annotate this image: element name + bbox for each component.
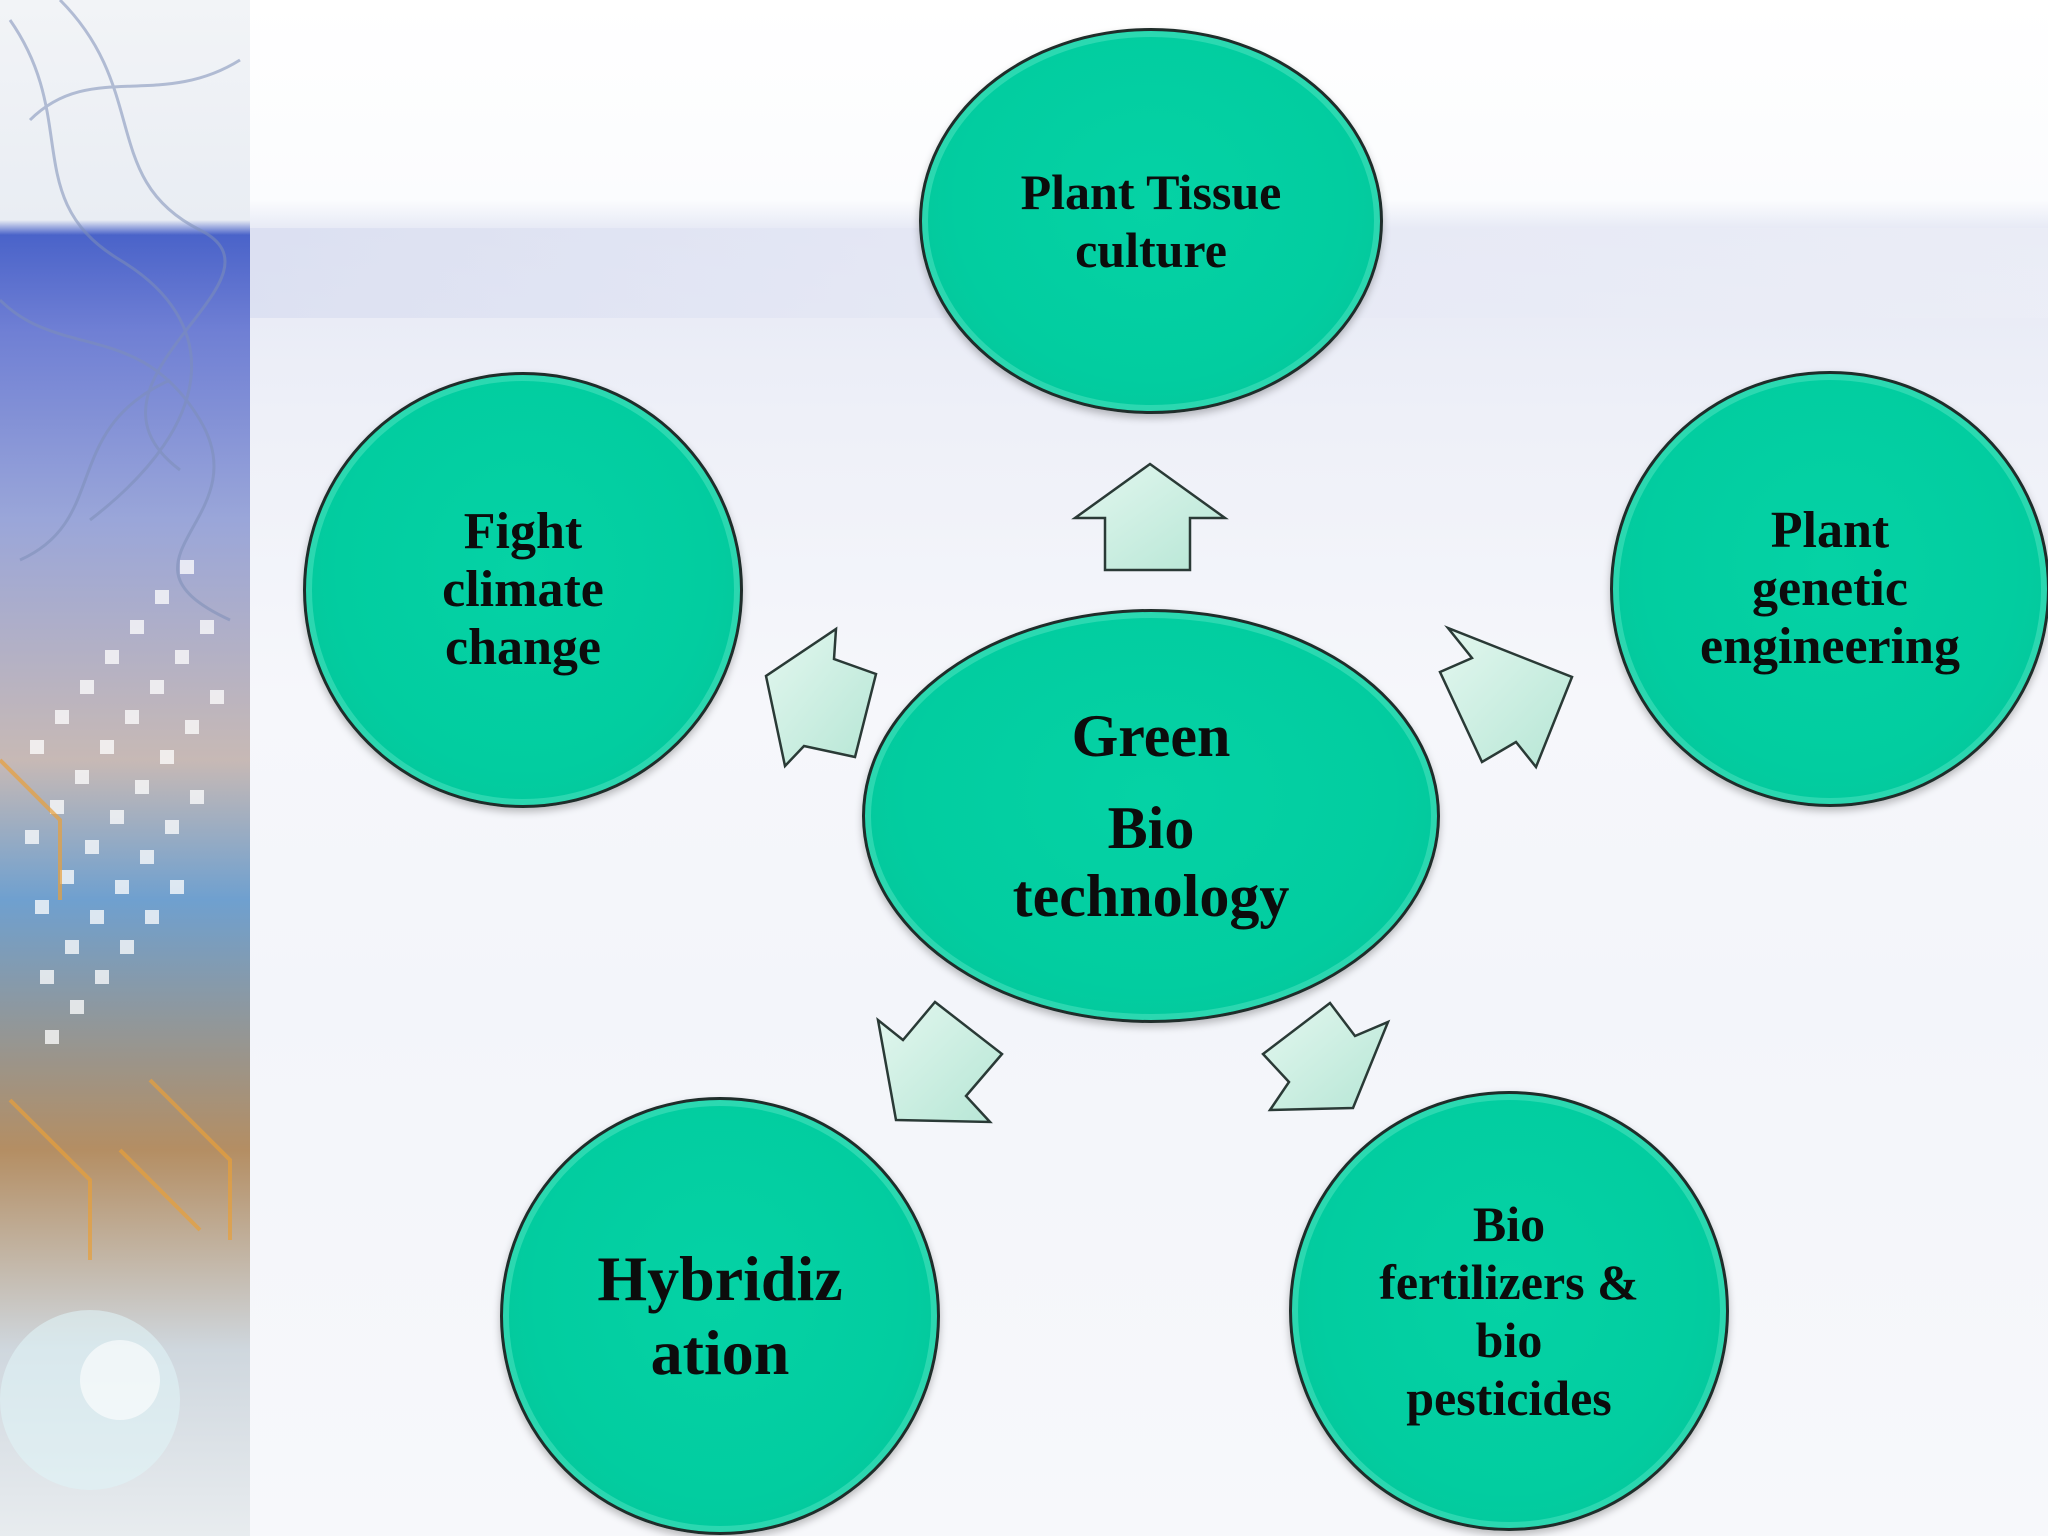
node-plant-genetic-engineering: Plant genetic engineering	[1610, 371, 2048, 807]
node-label: Bio fertilizers & bio pesticides	[1379, 1196, 1639, 1426]
circuit-decoration	[0, 0, 241, 1490]
center-label-line2: Bio technology	[1012, 795, 1290, 929]
center-label: Green Bio technology	[1013, 702, 1290, 930]
node-label: Fight climate change	[442, 503, 604, 676]
node-hybridization: Hybridiz ation	[500, 1097, 940, 1535]
node-label: Plant Tissue culture	[1020, 164, 1282, 278]
node-label: Hybridiz ation	[597, 1243, 843, 1388]
node-fight-climate-change: Fight climate change	[303, 372, 743, 808]
center-label-line1: Green	[1071, 703, 1231, 769]
node-green-biotechnology-center: Green Bio technology	[862, 609, 1440, 1023]
node-label: Plant genetic engineering	[1700, 502, 1960, 675]
decorative-side-panel	[0, 0, 250, 1536]
node-bio-fertilizers-pesticides: Bio fertilizers & bio pesticides	[1289, 1091, 1729, 1531]
node-plant-tissue-culture: Plant Tissue culture	[919, 28, 1383, 414]
